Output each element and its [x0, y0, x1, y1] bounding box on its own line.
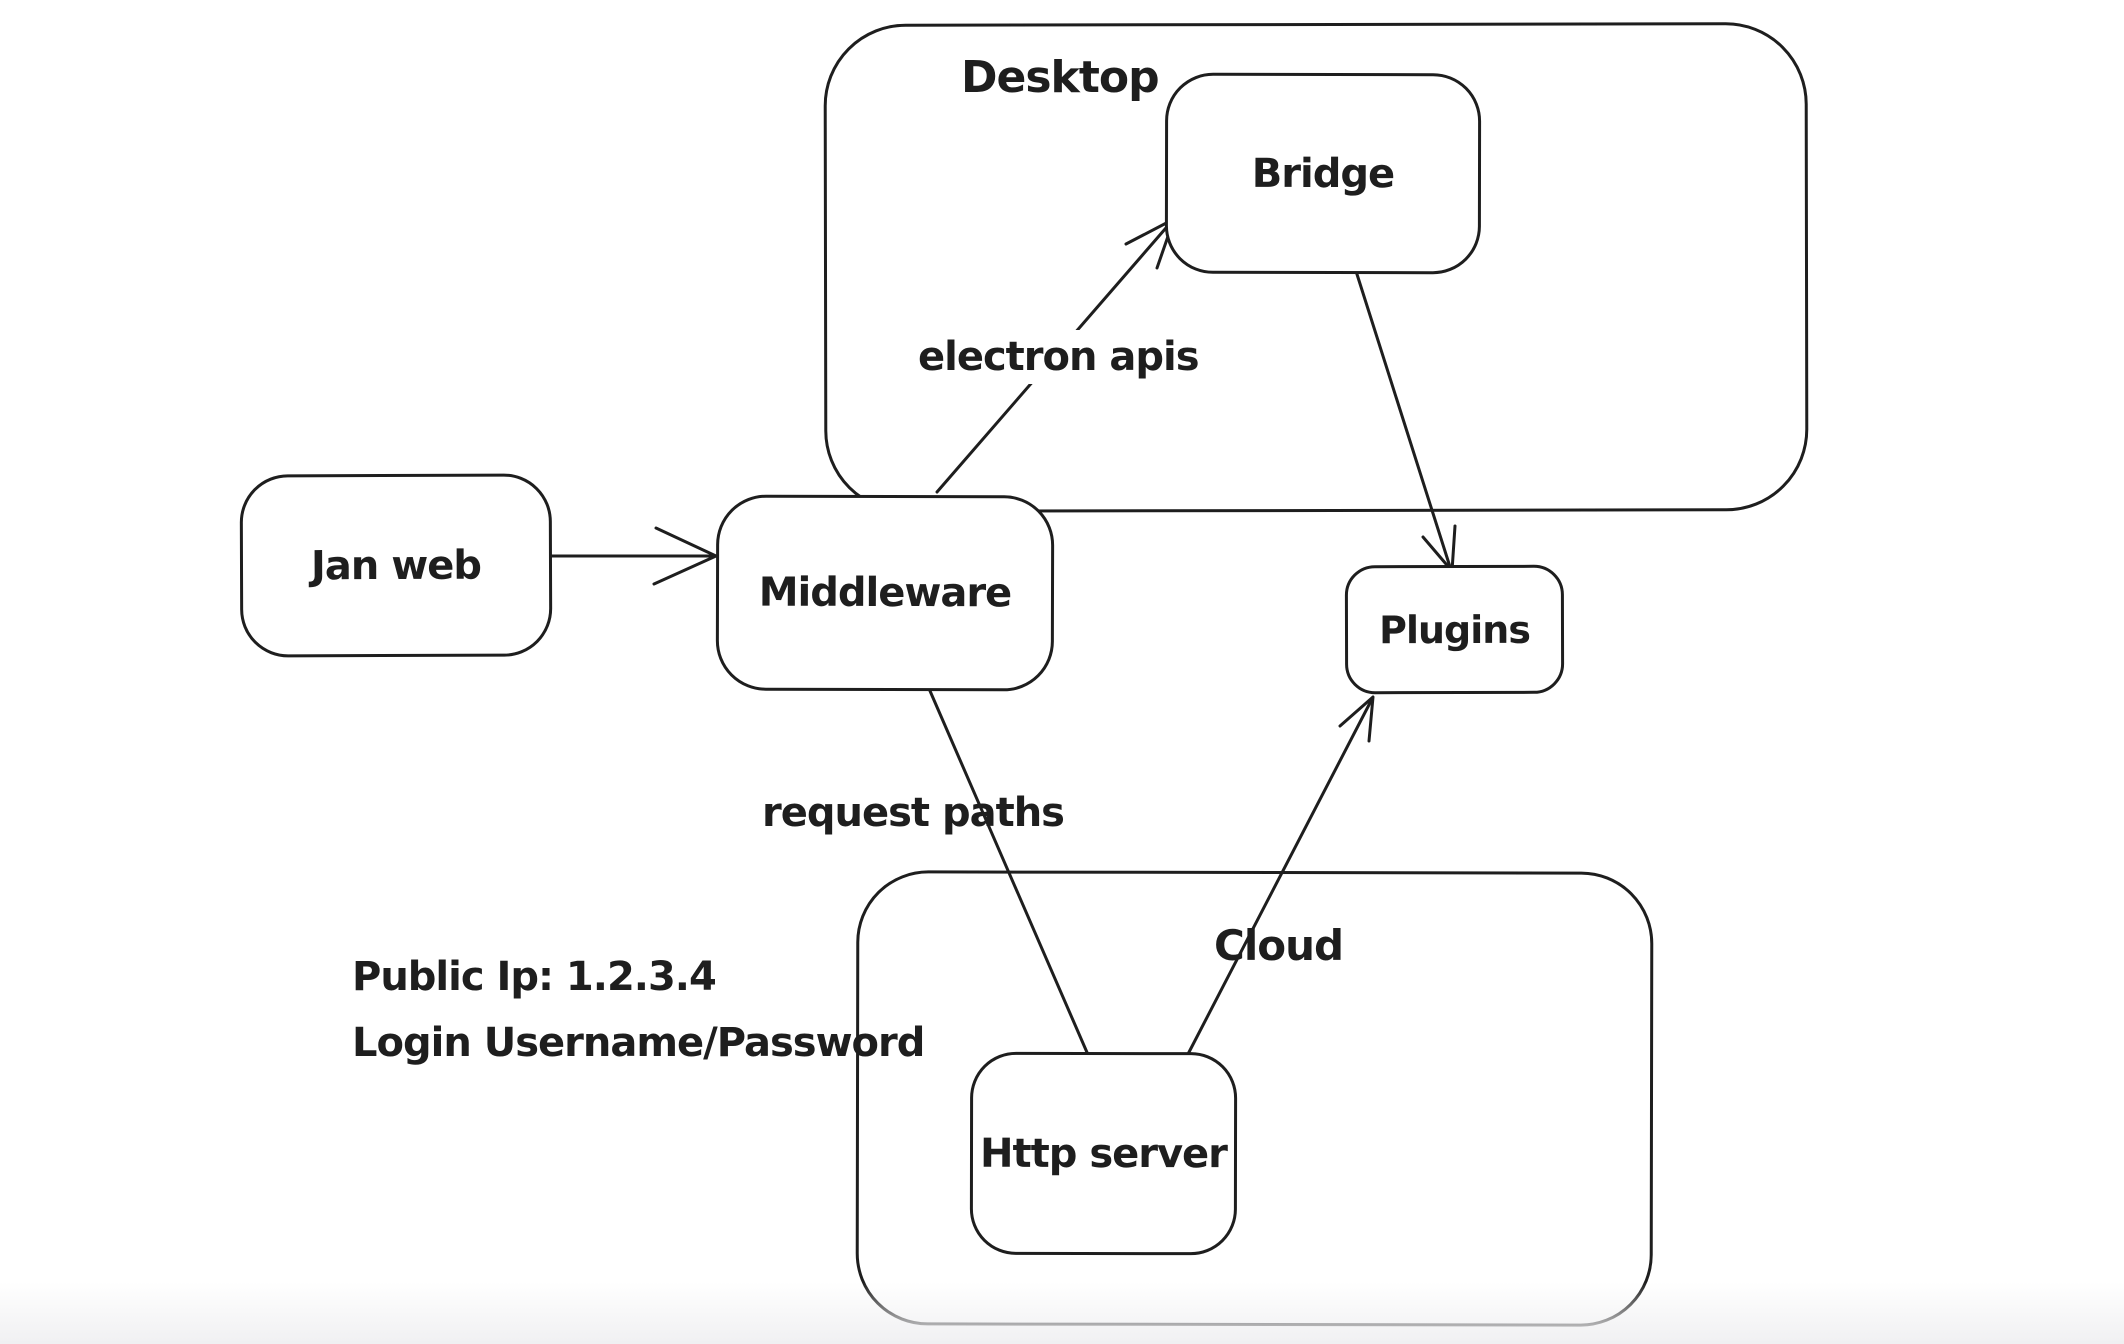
node-plugins-label: Plugins [1379, 607, 1530, 652]
edge-label-request-paths[interactable]: request paths [762, 790, 1065, 836]
public-ip-text: Public Ip: 1.2.3.4 [352, 954, 717, 1000]
node-jan-web[interactable]: Jan web [239, 473, 553, 658]
arrow-bridge-to-plugins[interactable] [1353, 266, 1457, 573]
node-http-server[interactable]: Http server [969, 1051, 1238, 1256]
node-middleware[interactable]: Middleware [715, 494, 1055, 692]
node-http-server-label: Http server [980, 1130, 1227, 1177]
desktop-container-title[interactable]: Desktop [961, 52, 1160, 103]
cloud-credentials-note[interactable]: Public Ip: 1.2.3.4 Login Username/Passwo… [352, 944, 925, 1076]
arrow-httpserver-to-plugins[interactable] [1185, 695, 1375, 1058]
node-bridge[interactable]: Bridge [1164, 72, 1482, 275]
arrow-janweb-to-middleware[interactable] [547, 526, 718, 586]
node-jan-web-label: Jan web [310, 542, 482, 589]
line-middleware-to-httpserver[interactable] [925, 682, 1091, 1059]
edge-label-electron-apis[interactable]: electron apis [918, 330, 1200, 384]
node-plugins[interactable]: Plugins [1344, 564, 1565, 695]
node-middleware-label: Middleware [758, 569, 1012, 617]
node-bridge-label: Bridge [1251, 150, 1395, 197]
cloud-container-title[interactable]: Cloud [1214, 921, 1344, 970]
login-text: Login Username/Password [352, 1020, 925, 1066]
